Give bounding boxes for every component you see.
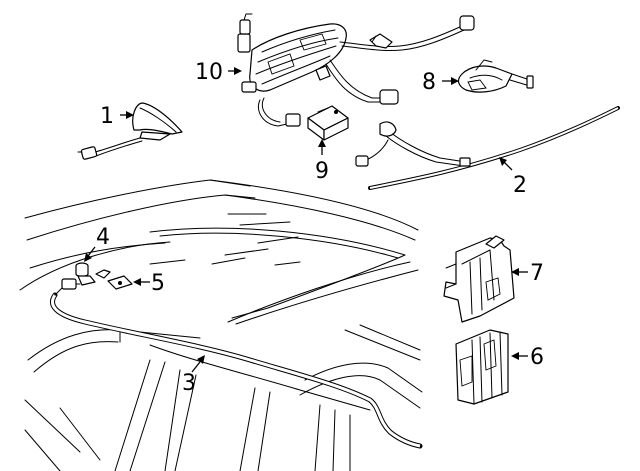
callout-6: 6 bbox=[530, 345, 544, 370]
callout-arrows bbox=[84, 67, 528, 373]
cable-clip bbox=[75, 262, 111, 286]
roof-antenna bbox=[77, 102, 183, 160]
callout-3: 3 bbox=[182, 371, 196, 396]
callout-1: 1 bbox=[100, 104, 114, 129]
callout-5: 5 bbox=[151, 271, 165, 296]
bracket bbox=[107, 275, 133, 290]
module bbox=[455, 329, 509, 405]
callout-labels: 1 10 8 9 2 4 5 3 7 6 bbox=[96, 60, 544, 396]
connector bbox=[457, 59, 534, 93]
callout-9: 9 bbox=[315, 159, 329, 184]
callout-4: 4 bbox=[96, 225, 110, 250]
callout-10: 10 bbox=[195, 60, 223, 85]
callout-8: 8 bbox=[422, 70, 436, 95]
antenna-cable bbox=[355, 106, 620, 190]
callout-2: 2 bbox=[513, 173, 527, 198]
vehicle-roof-outline bbox=[19, 179, 423, 471]
antenna-module-harness bbox=[237, 13, 475, 127]
callout-7: 7 bbox=[530, 261, 544, 286]
module-bracket bbox=[443, 235, 515, 323]
roof-cable-harness bbox=[50, 278, 423, 449]
control-module bbox=[307, 105, 349, 141]
